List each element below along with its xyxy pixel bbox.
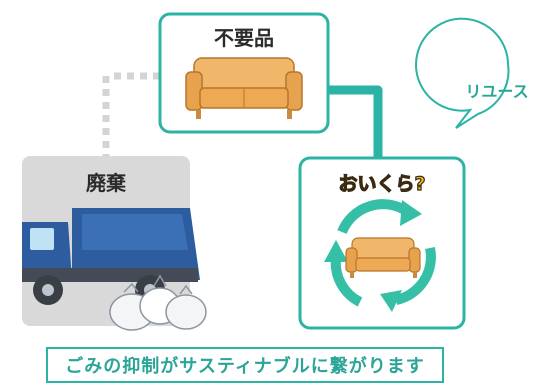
sofa-icon xyxy=(185,57,303,119)
sofa-icon xyxy=(345,237,421,278)
reuse-connector xyxy=(328,85,383,158)
garbage-bags-icon xyxy=(109,274,207,331)
reuse-bubble-label: リユース xyxy=(465,82,528,101)
reuse-speech-bubble: リユース xyxy=(415,17,529,129)
disposal-label: 廃棄 xyxy=(86,171,127,195)
oikura-logo: おいくら? xyxy=(338,173,425,195)
oikura-node: おいくら? xyxy=(298,156,466,330)
recycle-arrows-icon xyxy=(330,199,436,307)
dotted-connector xyxy=(102,72,160,156)
unwanted-item-node: 不要品 xyxy=(158,12,330,134)
disposal-node: 廃棄 xyxy=(22,156,207,331)
recycle-arrowheads xyxy=(324,200,422,312)
sustainability-caption: ごみの抑制がサスティナブルに繋がります xyxy=(46,347,444,383)
garbage-truck-icon xyxy=(22,208,200,305)
unwanted-item-label: 不要品 xyxy=(214,26,274,50)
